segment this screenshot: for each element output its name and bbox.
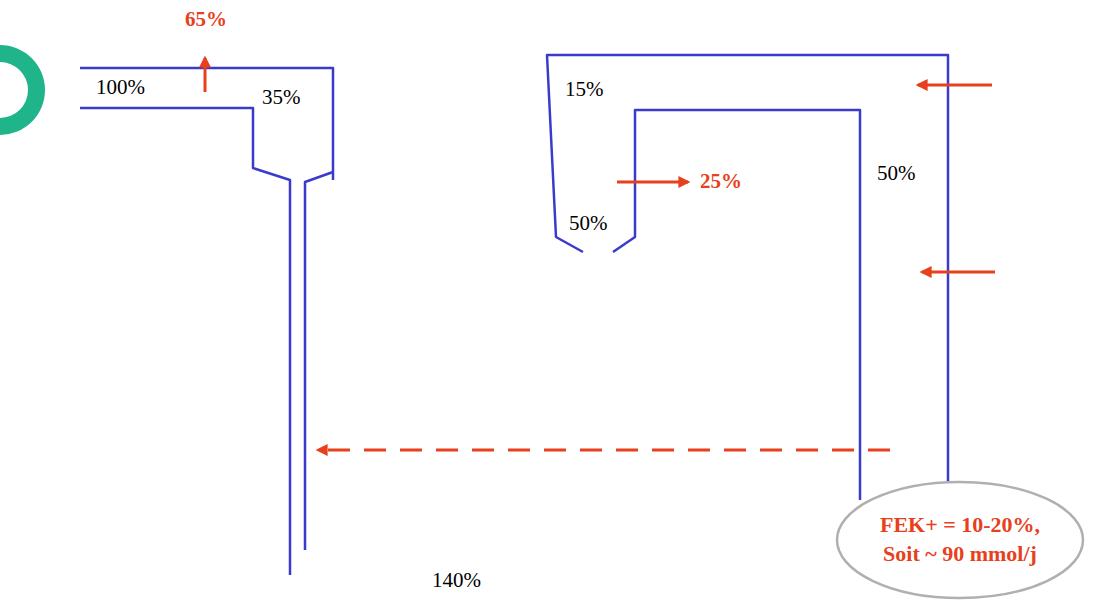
ellipse-outline	[835, 480, 1085, 600]
result-ellipse: FEK+ = 10-20%, Soit ~ 90 mmol/j	[835, 480, 1085, 600]
distal-inner-wall	[613, 110, 860, 500]
percent-label: 50%	[877, 162, 916, 185]
reabsorption-arrow	[204, 58, 207, 92]
secretion-arrow	[922, 271, 995, 274]
percent-label: 15%	[565, 78, 604, 101]
percent-label: 65%	[185, 8, 227, 31]
loop-inner-wall	[305, 172, 333, 550]
percent-label: 100%	[96, 76, 145, 99]
percent-label: 25%	[700, 170, 742, 193]
percent-label: 35%	[262, 86, 301, 109]
distal-outer-wall	[547, 55, 948, 500]
ellipse-shape	[837, 482, 1083, 598]
secretion-arrow	[918, 84, 992, 87]
percent-label: 140%	[430, 569, 483, 592]
reabsorption-arrow	[617, 181, 688, 184]
glomerulus	[0, 45, 45, 135]
percent-label: 50%	[569, 212, 608, 235]
loop-outer-wall	[80, 108, 290, 575]
result-text: FEK+ = 10-20%, Soit ~ 90 mmol/j	[860, 511, 1060, 568]
recycling-arrow	[318, 449, 890, 452]
